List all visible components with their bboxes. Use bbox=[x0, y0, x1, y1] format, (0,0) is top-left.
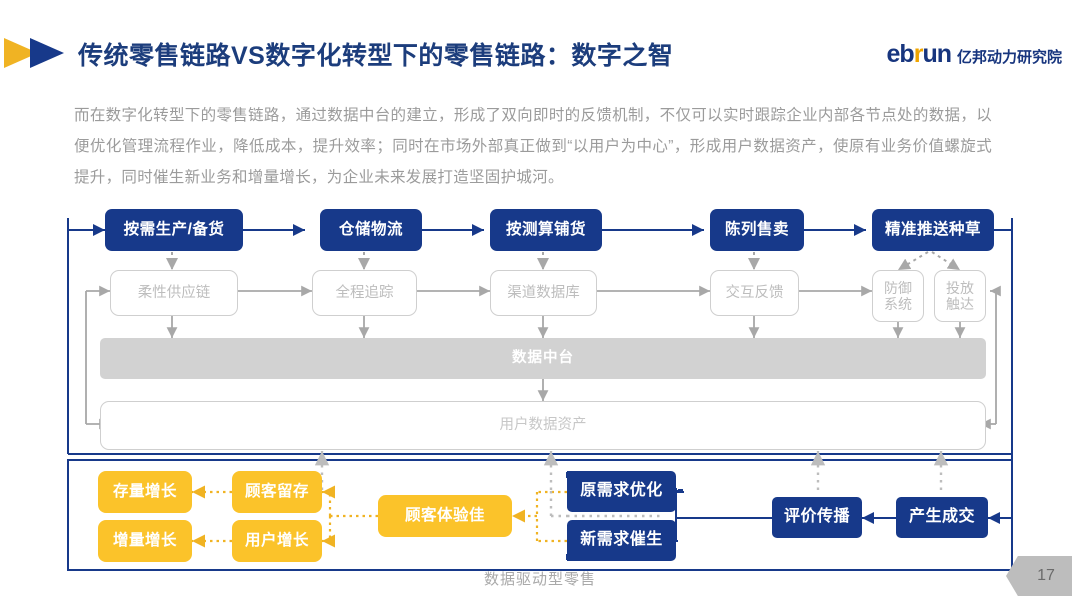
intro-paragraph: 而在数字化转型下的零售链路，通过数据中台的建立，形成了双向即时的反馈机制，不仅可… bbox=[74, 107, 992, 186]
growth-box-5[interactable]: 顾客体验佳 bbox=[378, 495, 512, 537]
user-data-asset-box[interactable]: 用户数据资产 bbox=[100, 401, 986, 450]
page-title: 传统零售链路VS数字化转型下的零售链路：数字之智 bbox=[78, 42, 674, 70]
chain-node-3[interactable]: 按测算铺货 bbox=[490, 209, 602, 251]
growth-box-2[interactable]: 增量增长 bbox=[98, 520, 192, 562]
growth-box-1[interactable]: 存量增长 bbox=[98, 471, 192, 513]
demand-box-1[interactable]: 原需求优化 bbox=[567, 471, 676, 512]
brand-en-prefix: eb bbox=[886, 40, 915, 68]
outcome-box-2[interactable]: 产生成交 bbox=[896, 497, 988, 538]
capability-node-1[interactable]: 柔性供应链 bbox=[110, 270, 238, 316]
capability-node-3[interactable]: 渠道数据库 bbox=[490, 270, 597, 316]
data-platform-band[interactable]: 数据中台 bbox=[100, 338, 986, 379]
chain-node-1[interactable]: 按需生产/备货 bbox=[105, 209, 243, 251]
brand-en-accent: r bbox=[913, 40, 924, 68]
brand-en-suffix: un bbox=[922, 40, 952, 68]
capability-node-2[interactable]: 全程追踪 bbox=[312, 270, 417, 316]
capability-node-5[interactable]: 防御 系统 bbox=[872, 270, 924, 322]
diagram-caption: 数据驱动型零售 bbox=[483, 571, 596, 588]
outcome-box-1[interactable]: 评价传播 bbox=[772, 497, 862, 538]
chain-node-2[interactable]: 仓储物流 bbox=[320, 209, 422, 251]
brand-logo: ebrun 亿邦动力研究院 bbox=[887, 40, 1062, 69]
double-arrow-logo-icon bbox=[4, 38, 64, 68]
demand-box-2[interactable]: 新需求催生 bbox=[567, 520, 676, 561]
growth-box-4[interactable]: 用户增长 bbox=[232, 520, 322, 562]
growth-box-3[interactable]: 顾客留存 bbox=[232, 471, 322, 513]
capability-node-4[interactable]: 交互反馈 bbox=[710, 270, 799, 316]
brand-logo-cn: 亿邦动力研究院 bbox=[956, 49, 1062, 66]
slide-header: 传统零售链路VS数字化转型下的零售链路：数字之智 ebrun 亿邦动力研究院 bbox=[0, 0, 1080, 88]
chain-node-5[interactable]: 精准推送种草 bbox=[872, 209, 994, 251]
page-number-badge: 17 bbox=[1006, 556, 1072, 596]
chain-node-4[interactable]: 陈列售卖 bbox=[710, 209, 804, 251]
brand-logo-en: ebrun bbox=[886, 40, 952, 69]
capability-node-6[interactable]: 投放 触达 bbox=[934, 270, 986, 322]
retail-chain-diagram: 按需生产/备货 仓储物流 按测算铺货 陈列售卖 精准推送种草 柔性供应链 全程追… bbox=[0, 196, 1080, 608]
